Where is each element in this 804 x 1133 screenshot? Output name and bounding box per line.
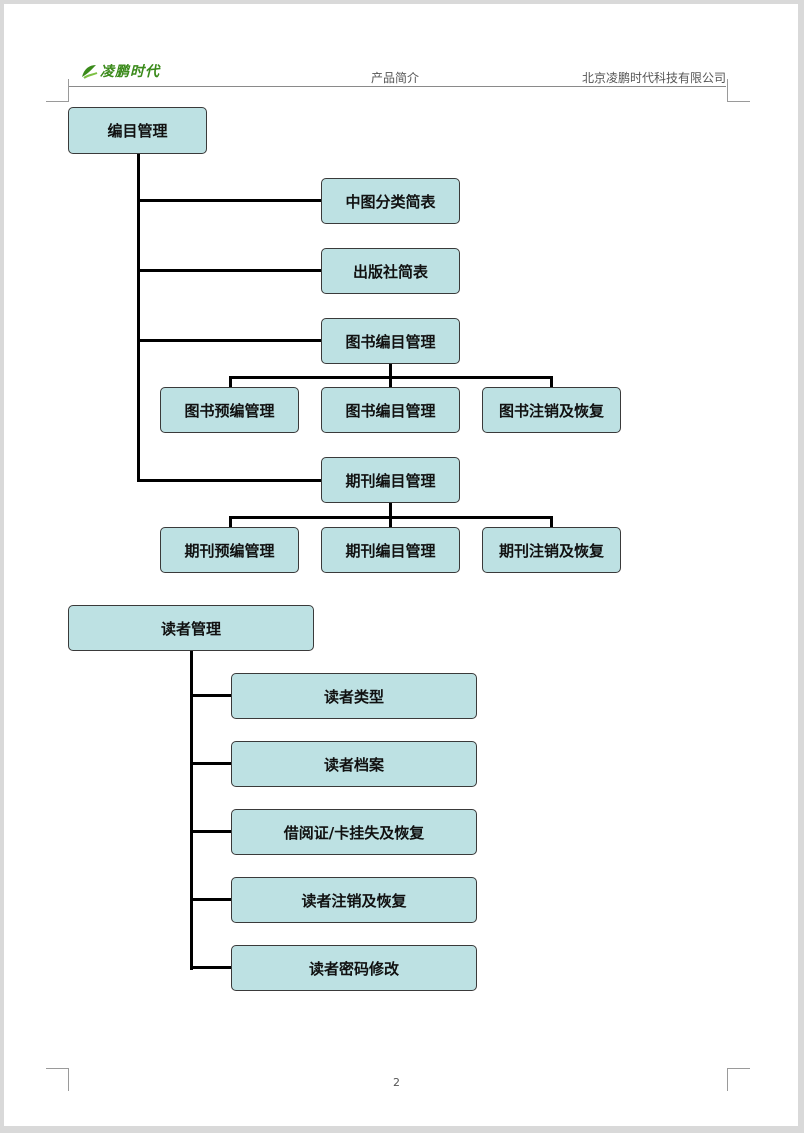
node-journal-catalog: 期刊编目管理	[321, 457, 460, 503]
header-rule	[68, 86, 726, 87]
journal-branch-stem	[389, 502, 392, 528]
connector-journal	[137, 479, 322, 482]
node-reader-root: 读者管理	[68, 605, 314, 651]
node-book-catalog-mgmt: 图书编目管理	[321, 387, 460, 433]
node-journal-catalog-mgmt: 期刊编目管理	[321, 527, 460, 573]
node-book-cancel-restore: 图书注销及恢复	[482, 387, 621, 433]
page-number: 2	[393, 1076, 400, 1089]
journal-branch-drop-1	[229, 516, 232, 528]
connector-book	[137, 339, 322, 342]
header-title: 产品简介	[371, 71, 420, 85]
connector-card-loss	[190, 830, 232, 833]
node-book-catalog: 图书编目管理	[321, 318, 460, 364]
reader-trunk-line	[190, 650, 193, 970]
node-reader-profile: 读者档案	[231, 741, 477, 787]
connector-reader-cancel	[190, 898, 232, 901]
journal-branch-bar	[229, 516, 553, 519]
corner-mark-bottom-right	[727, 1068, 750, 1091]
book-branch-stem	[389, 362, 392, 388]
connector-reader-password	[190, 966, 232, 969]
connector-clc	[137, 199, 322, 202]
node-publisher-table: 出版社简表	[321, 248, 460, 294]
logo-text: 凌鹏时代	[100, 64, 160, 80]
book-branch-drop-3	[550, 376, 553, 388]
corner-mark-top-left	[46, 79, 69, 102]
catalog-trunk-line	[137, 153, 140, 482]
node-reader-cancel-restore: 读者注销及恢复	[231, 877, 477, 923]
corner-mark-top-right	[727, 79, 750, 102]
node-reader-type: 读者类型	[231, 673, 477, 719]
node-clc-table: 中图分类简表	[321, 178, 460, 224]
book-branch-bar	[229, 376, 553, 379]
node-journal-cancel-restore: 期刊注销及恢复	[482, 527, 621, 573]
journal-branch-drop-3	[550, 516, 553, 528]
company-logo: 凌鹏时代	[80, 61, 160, 81]
node-journal-precatalog: 期刊预编管理	[160, 527, 299, 573]
node-card-loss-restore: 借阅证/卡挂失及恢复	[231, 809, 477, 855]
node-catalog-root: 编目管理	[68, 107, 207, 154]
leaf-logo-icon	[82, 65, 98, 79]
header-company: 北京凌鹏时代科技有限公司	[582, 71, 727, 85]
node-reader-password: 读者密码修改	[231, 945, 477, 991]
corner-mark-bottom-left	[46, 1068, 69, 1091]
connector-publisher	[137, 269, 322, 272]
book-branch-drop-1	[229, 376, 232, 388]
connector-reader-type	[190, 694, 232, 697]
connector-reader-profile	[190, 762, 232, 765]
node-book-precatalog: 图书预编管理	[160, 387, 299, 433]
